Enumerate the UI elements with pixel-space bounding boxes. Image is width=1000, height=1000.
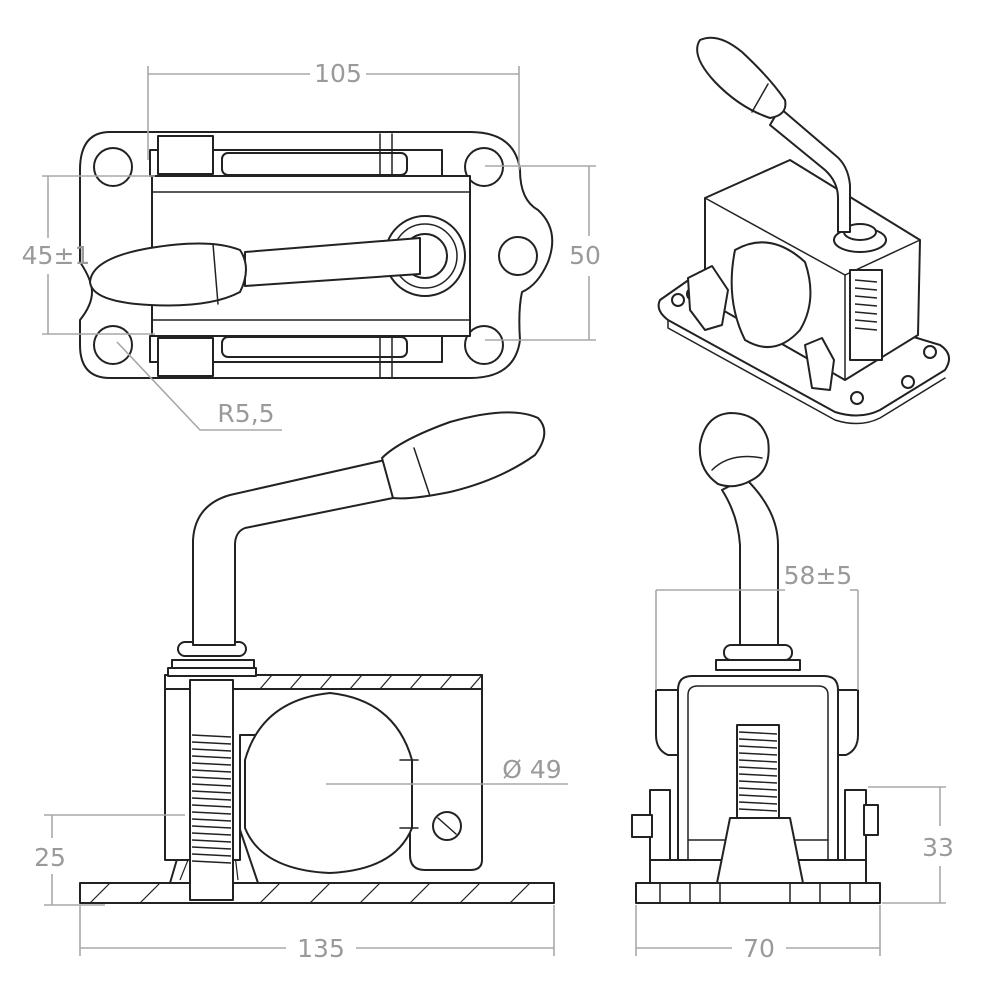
dim-top-plate-depth: 50 bbox=[569, 241, 601, 270]
top-view-upper-nut bbox=[157, 135, 214, 175]
iso-handle-shaft bbox=[769, 107, 851, 233]
top-view-hole-top-right bbox=[464, 147, 504, 187]
iso-tube-opening bbox=[730, 241, 812, 348]
side-view-base-plate bbox=[635, 882, 881, 904]
dim-side-height: 33 bbox=[922, 833, 954, 862]
top-view-lower-nut bbox=[157, 337, 214, 377]
dim-front-width: 135 bbox=[297, 934, 345, 963]
side-view-dimensions: 58±5 70 33 bbox=[635, 561, 954, 963]
top-view bbox=[79, 131, 554, 379]
top-view-hole-right bbox=[498, 236, 538, 276]
dim-tube-diameter: Ø 49 bbox=[502, 755, 561, 784]
isometric-view bbox=[657, 36, 950, 425]
dim-top-width: 105 bbox=[314, 59, 362, 88]
side-view bbox=[631, 412, 881, 904]
dim-top-depth: 45±1 bbox=[22, 241, 91, 270]
front-view-dimensions: 135 25 Ø 49 bbox=[34, 755, 568, 963]
front-view-handle-grip bbox=[381, 411, 546, 500]
side-view-handle-knob bbox=[698, 412, 770, 488]
front-view-handle-shaft bbox=[192, 459, 394, 646]
top-view-dimensions: 105 45±1 50 R5,5 bbox=[22, 59, 601, 431]
top-view-handle-grip bbox=[89, 242, 247, 307]
iso-handle-grip bbox=[696, 36, 787, 119]
dim-side-opening: 58±5 bbox=[784, 561, 853, 590]
front-view-base-plate bbox=[79, 882, 555, 904]
top-view-hole-bottom-right bbox=[464, 325, 504, 365]
top-view-hole-top-left bbox=[93, 147, 133, 187]
dim-side-width: 70 bbox=[743, 934, 775, 963]
front-view bbox=[79, 411, 555, 904]
side-view-handle-shaft bbox=[721, 477, 779, 646]
dim-front-height: 25 bbox=[34, 843, 66, 872]
top-view-hole-bottom-left bbox=[93, 325, 133, 365]
dim-corner-radius: R5,5 bbox=[217, 399, 274, 428]
front-view-tube-opening bbox=[244, 692, 413, 874]
front-view-threaded-rod bbox=[189, 679, 234, 901]
